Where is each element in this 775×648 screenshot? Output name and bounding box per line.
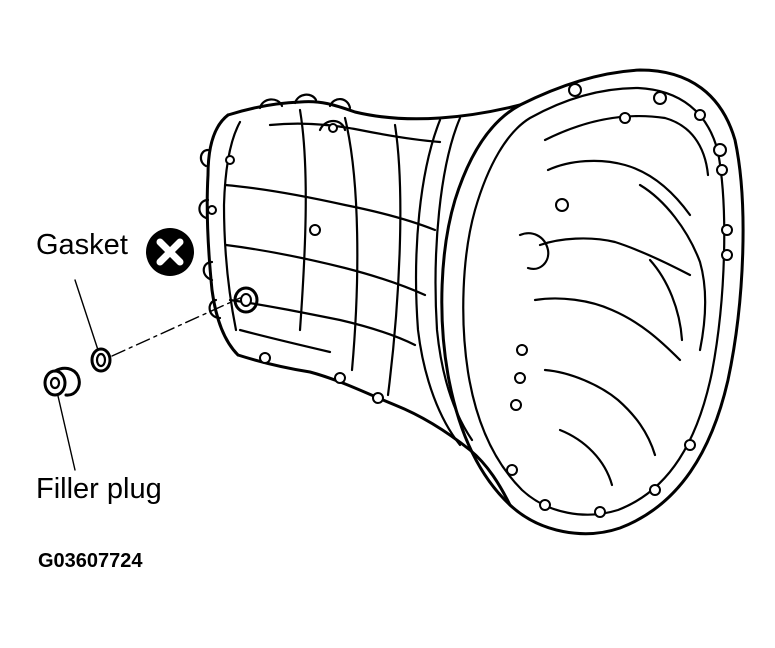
- filler-plug-label: Filler plug: [36, 473, 162, 505]
- filler-plug-part: [43, 366, 81, 397]
- leader-lines: [57, 279, 241, 471]
- x-mark-circle-icon: [146, 228, 194, 276]
- transmission-case: [198, 93, 522, 507]
- bell-housing: [440, 68, 745, 536]
- figure-code: G03607724: [38, 550, 143, 572]
- gasket-label: Gasket: [36, 229, 128, 261]
- gasket-part: [90, 347, 112, 373]
